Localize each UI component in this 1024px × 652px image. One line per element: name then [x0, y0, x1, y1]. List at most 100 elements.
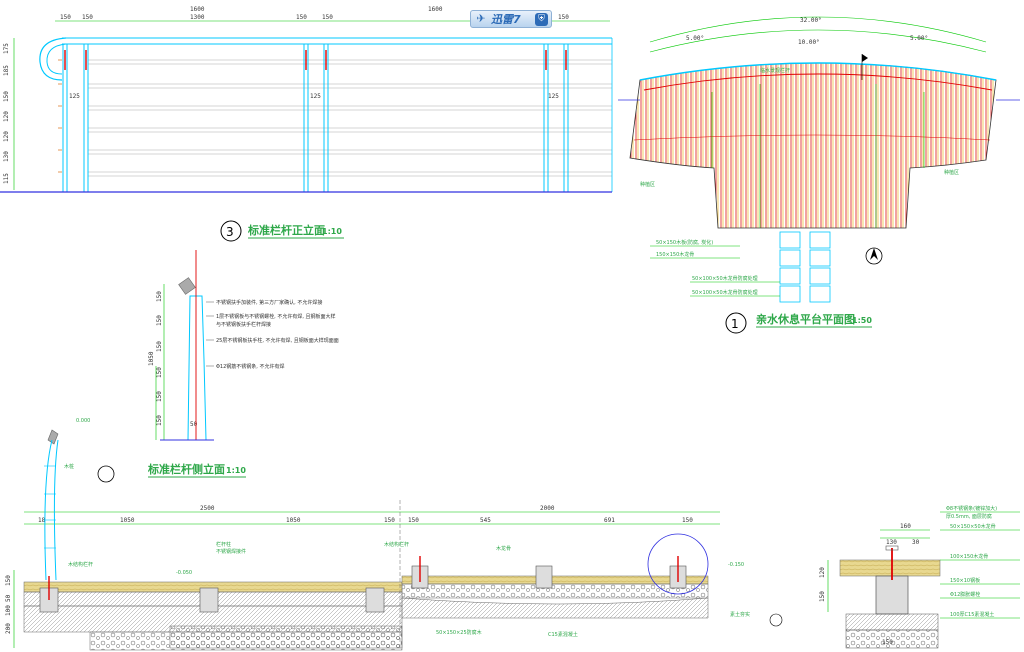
plan-notes: 50×150木板(防腐, 炭化) 150×150木龙骨 50×100×50木龙骨…: [650, 239, 780, 297]
elevation-top-dimensions: 150 150 1300 150 150 1600 1600 150: [60, 6, 569, 21]
shield-icon: ⛨: [535, 12, 548, 26]
dim-label: 150: [882, 639, 893, 646]
dim-label: 150: [322, 14, 333, 21]
section-notes: 木结构栏杆 栏杆柱 不锈钢焊接件 木结构栏杆 木龙骨 素土夯实 50×150×2…: [68, 541, 750, 638]
detail-note: Φ12膨胀螺栓: [950, 591, 980, 598]
dim-label: 185: [3, 65, 10, 76]
elevation-scale: 1:10: [322, 227, 342, 236]
section-note: 不锈钢焊接件: [216, 548, 246, 555]
elev-mark: 0.000: [76, 418, 90, 424]
dim-label: 150: [156, 341, 163, 352]
dim-label: 2500: [200, 505, 215, 512]
section-note: 木桩: [64, 463, 74, 470]
dim-label: 160: [900, 523, 911, 530]
elevation-title: 3 标准栏杆正立面 1:10: [220, 220, 344, 242]
section-left-dimensions: 150 50 100 200: [5, 575, 12, 634]
dim-label: 130: [886, 539, 897, 546]
dim-label: 691: [604, 517, 615, 524]
side-note: 不锈钢扶手加装件, 第三方厂家确认, 不允许焊接: [216, 299, 322, 306]
section-note: 木龙骨: [496, 545, 511, 552]
dim-label: 1600: [428, 6, 443, 13]
dim-label: 18: [38, 517, 46, 524]
plan-arc-mid: 10.00°: [798, 39, 820, 46]
dim-label: 150: [408, 517, 419, 524]
dim-label: 150: [5, 575, 12, 586]
waterside-platform-plan: 32.00° 5.00° 10.00° 5.00° 临水景观栏杆 种植区 种植区: [618, 16, 1020, 303]
elevation-posts: [62, 43, 569, 193]
xunlei-badge-text: 迅雷7: [491, 13, 521, 26]
side-elevation-title: 标准栏杆侧立面 1:10: [147, 462, 246, 478]
plan-top-label: 临水景观栏杆: [760, 67, 790, 74]
rails: [62, 37, 612, 45]
plan-side-label-right: 种植区: [944, 169, 959, 176]
plan-note: 50×100×50木龙骨防腐处理: [692, 275, 758, 282]
dim-label: 1050: [120, 517, 135, 524]
dim-label: 125: [310, 93, 321, 100]
side-scale: 1:10: [226, 466, 246, 475]
post-width-labels: 125 125 125: [69, 93, 559, 100]
dim-label: 150: [156, 415, 163, 426]
platform-section: 2500 2000 18 1050 1050 150 150 545 691 1…: [5, 418, 783, 651]
section-note: C15素混凝土: [548, 631, 578, 638]
dim-label: 120: [3, 131, 10, 142]
dim-label: 2000: [540, 505, 555, 512]
section-note: 素土夯实: [730, 611, 750, 618]
bird-icon: ✈: [476, 12, 486, 25]
xunlei-badge[interactable]: ✈ 迅雷7 ⛨: [470, 10, 552, 28]
side-note: 1层不锈钢板与不锈钢螺栓, 不允许有焊, 且钢板面大样: [216, 313, 336, 320]
standard-railing-front-elevation: 150 150 1300 150 150 1600 1600 150 175 1…: [0, 6, 613, 193]
post-base-detail: 160 130 30 120 150 150 Φ8不锈钢条(镀锌加大) 厚0.5…: [819, 505, 1020, 649]
plan-arc-total: 32.00°: [800, 17, 822, 24]
side-notes: 不锈钢扶手加装件, 第三方厂家确认, 不允许焊接 1层不锈钢板与不锈钢螺栓, 不…: [216, 299, 339, 370]
dim-label: 120: [819, 567, 826, 578]
plan-side-label-left: 种植区: [640, 181, 655, 188]
section-posts: [39, 556, 687, 613]
dim-label: 1600: [190, 6, 205, 13]
side-dimensions: 150 150 150 150 150 150 1050 50: [148, 291, 198, 428]
dim-label: 100: [5, 605, 12, 616]
elevation-number: 3: [226, 225, 234, 239]
elevation-left-dimensions: 175 185 150 120 120 130 115: [3, 43, 10, 184]
plan-arc-left: 5.00°: [686, 35, 704, 42]
dim-label: 150: [156, 367, 163, 378]
dim-label: 1050: [148, 351, 155, 366]
detail-note: 厚0.5mm, 面层防腐: [946, 513, 992, 520]
dim-label: 50: [190, 421, 198, 428]
detail-note: 100×150木龙骨: [950, 553, 988, 560]
section-note: 50×150×25防腐木: [436, 629, 482, 636]
plan-number: 1: [731, 317, 739, 331]
dim-label: 545: [480, 517, 491, 524]
dim-label: 120: [3, 111, 10, 122]
elev-mark: -0.150: [728, 562, 744, 568]
section-note: 木结构栏杆: [68, 561, 93, 568]
plan-note: 50×100×50木龙骨防腐处理: [692, 289, 758, 296]
dim-label: 150: [156, 291, 163, 302]
dim-label: 150: [82, 14, 93, 21]
detail-note: 150×10钢板: [950, 577, 980, 584]
dim-label: 150: [3, 91, 10, 102]
plan-scale: 1:50: [852, 316, 872, 325]
detail-notes: Φ8不锈钢条(镀锌加大) 厚0.5mm, 面层防腐 50×150×50木龙骨 1…: [940, 505, 1020, 619]
plan-steps: [779, 231, 831, 303]
dim-label: 150: [296, 14, 307, 21]
dim-label: 115: [3, 173, 10, 184]
plan-note: 50×150木板(防腐, 炭化): [656, 239, 713, 246]
dim-label: 1300: [190, 14, 205, 21]
plan-title-text: 亲水休息平台平面图: [756, 312, 855, 326]
dim-label: 150: [819, 591, 826, 602]
dim-label: 150: [558, 14, 569, 21]
section-sub-dimensions: 18 1050 1050 150 150 545 691 150: [38, 517, 693, 524]
detail-note: 50×150×50木龙骨: [950, 523, 996, 530]
detail-note: Φ8不锈钢条(镀锌加大): [946, 505, 997, 512]
dim-label: 130: [3, 151, 10, 162]
side-note: 与不锈钢板扶手栏杆焊接: [216, 321, 271, 328]
plan-note: 150×150木龙骨: [656, 251, 694, 258]
dim-label: 30: [912, 539, 920, 546]
dim-label: 150: [384, 517, 395, 524]
dim-label: 50: [5, 594, 12, 602]
detail-note: 100厚C15素混凝土: [950, 611, 994, 618]
elevation-title-text: 标准栏杆正立面: [247, 223, 325, 237]
dim-label: 125: [548, 93, 559, 100]
dim-label: 150: [682, 517, 693, 524]
